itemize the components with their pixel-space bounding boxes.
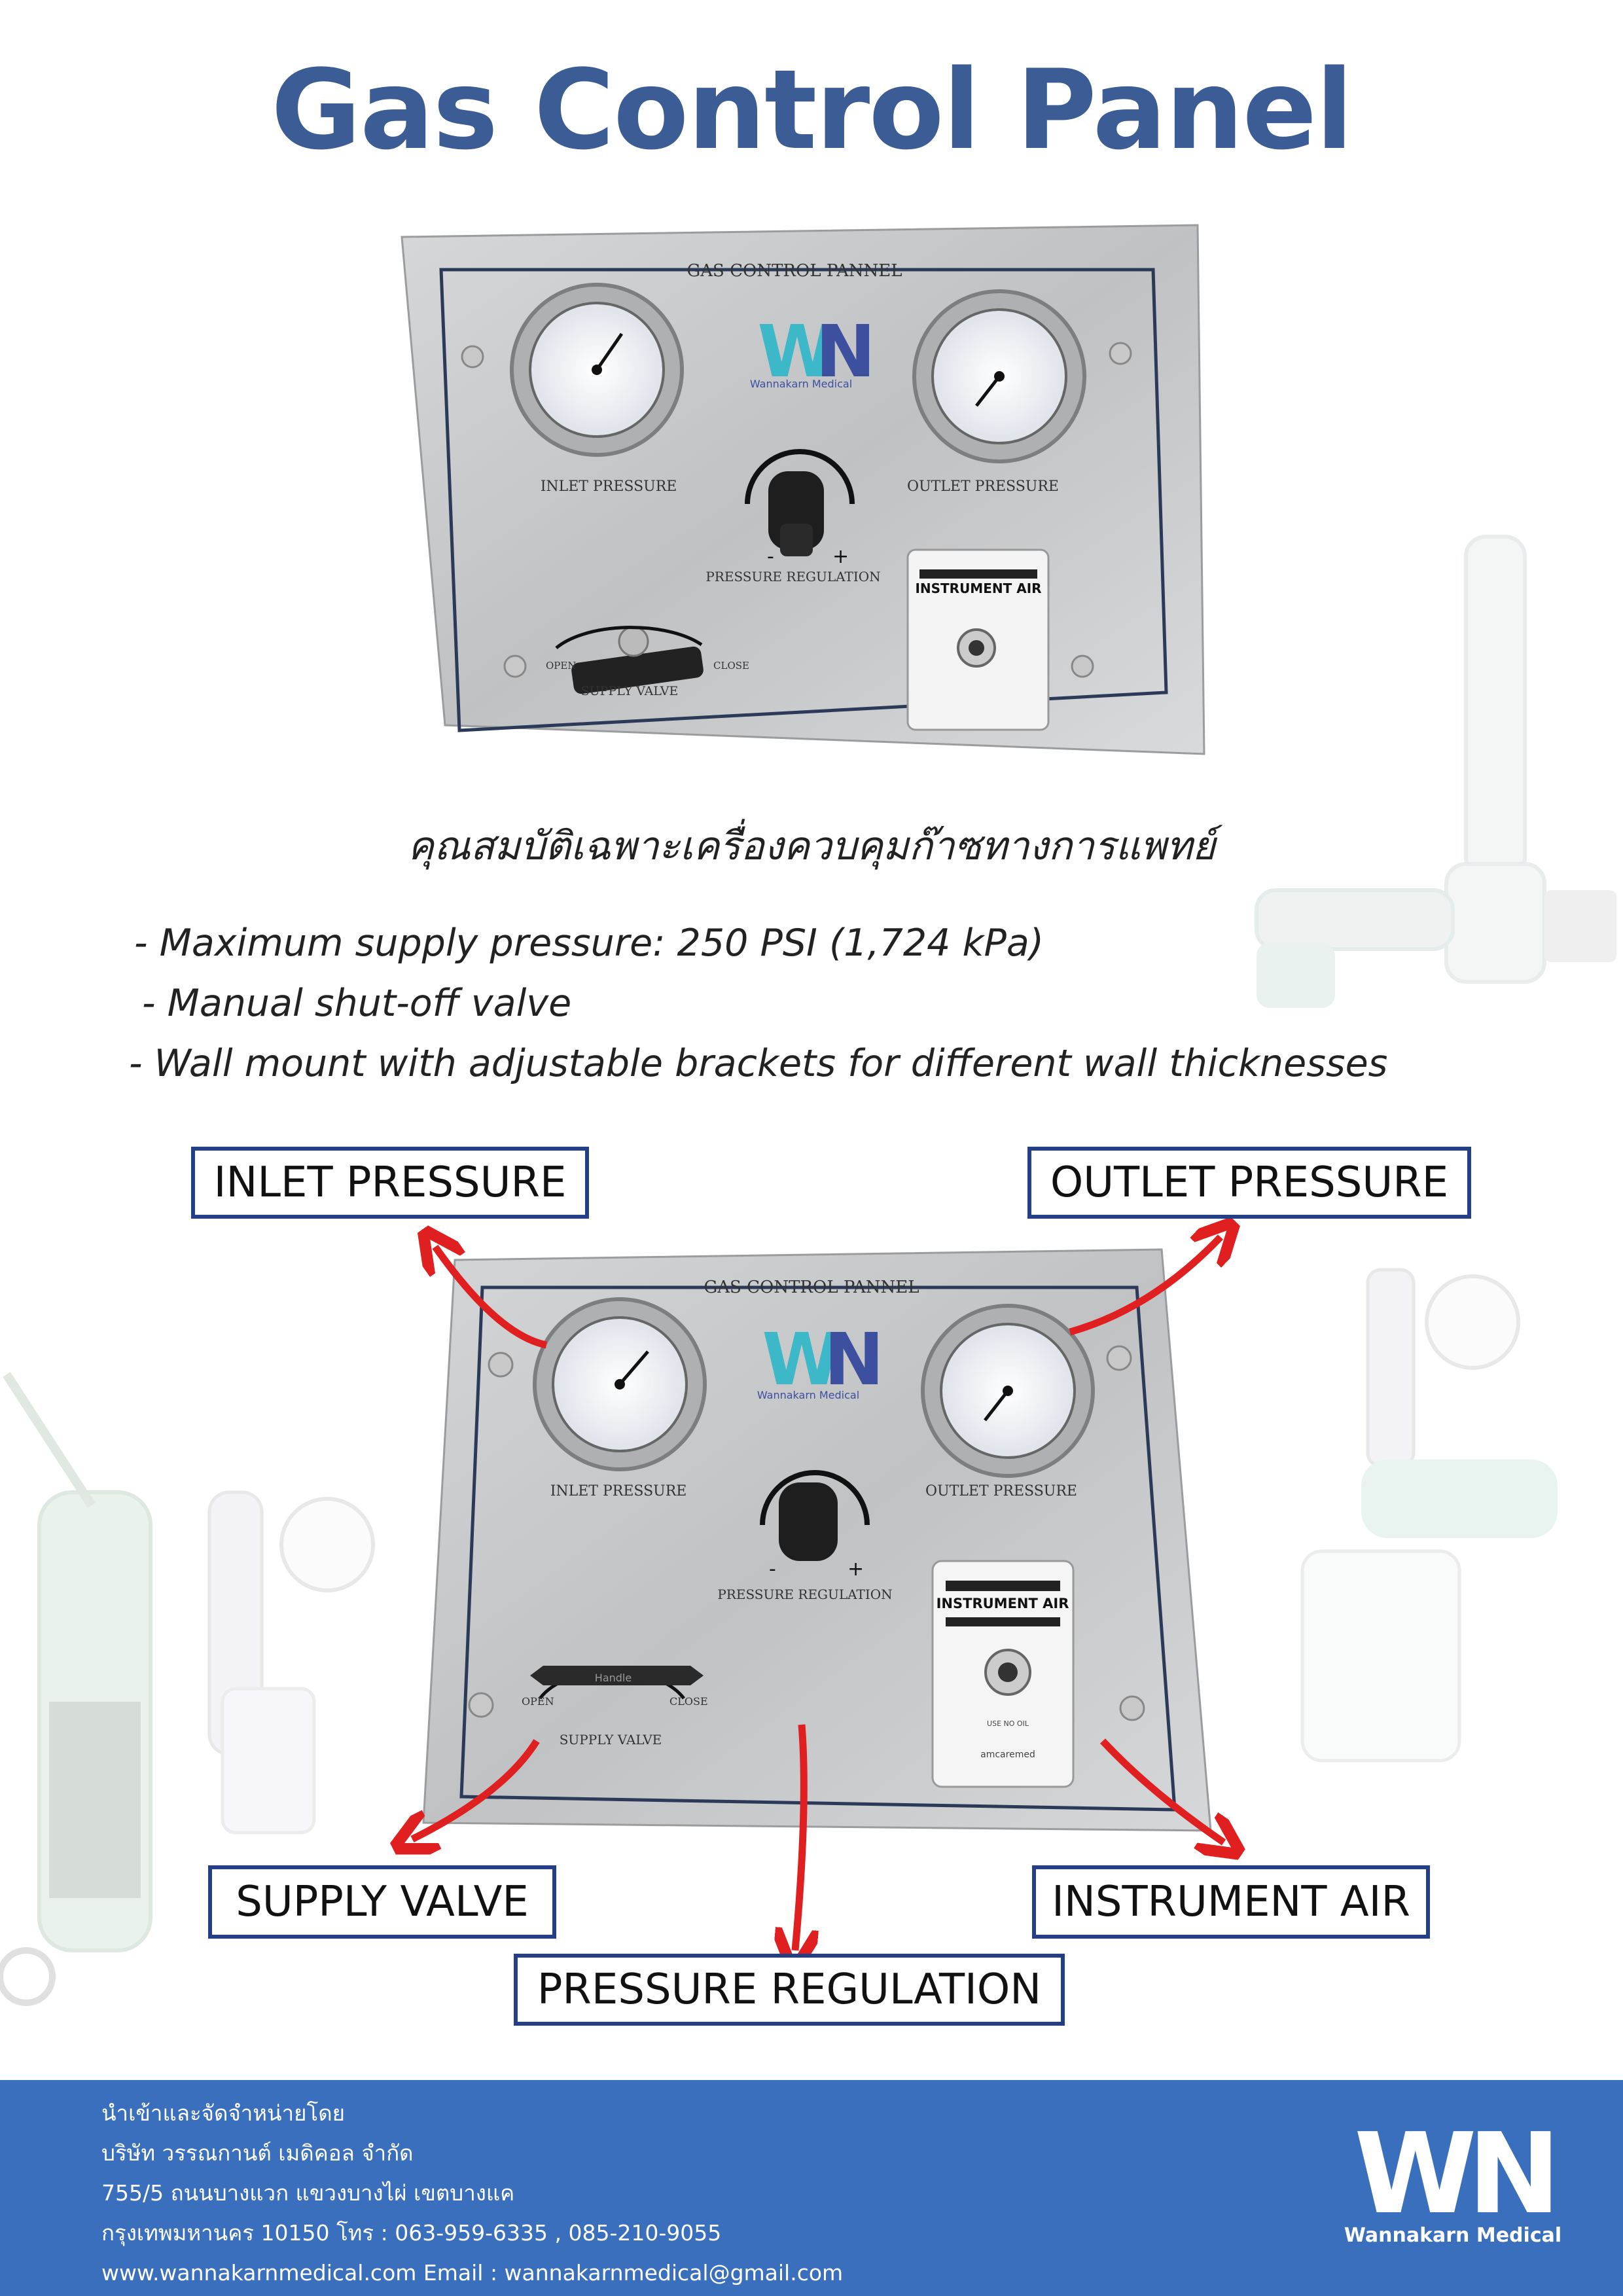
features-heading: คุณสมบัติเฉพาะเครื่องควบคุมก๊าซทางการแพท… (407, 823, 1216, 869)
flowmeter-background-image (1255, 535, 1616, 1008)
spec-item: - Wall mount with adjustable brackets fo… (129, 1042, 1388, 1085)
top-brand-text: Wannakarn Medical (750, 378, 852, 390)
svg-text:OPEN: OPEN (522, 1695, 554, 1708)
svg-text:+: + (847, 1558, 864, 1581)
callout-inlet-pressure: INLET PRESSURE (191, 1147, 589, 1219)
footer-line: บริษัท วรรณกานต์ เมดิคอล จำกัด (101, 2140, 414, 2166)
footer: นำเข้าและจัดจำหน่ายโดย บริษัท วรรณกานต์ … (0, 2080, 1623, 2296)
top-outlet-label: OUTLET PRESSURE (907, 478, 1059, 495)
page-title: Gas Control Panel (271, 46, 1353, 174)
footer-logo-brand: Wannakarn Medical (1344, 2224, 1561, 2247)
svg-text:OPEN: OPEN (546, 660, 576, 672)
svg-text:CLOSE: CLOSE (713, 660, 749, 672)
svg-text:WN: WN (1354, 2121, 1552, 2239)
footer-line: กรุงเทพมหานคร 10150 โทร : 063-959-6335 ,… (101, 2220, 722, 2246)
svg-text:CLOSE: CLOSE (669, 1695, 708, 1708)
bottom-instrument-label: INSTRUMENT AIR (936, 1596, 1069, 1611)
footer-line: www.wannakarnmedical.com Email : wannaka… (101, 2260, 844, 2286)
svg-text:USE NO OIL: USE NO OIL (987, 1719, 1029, 1728)
bottom-inlet-label: INLET PRESSURE (550, 1483, 687, 1499)
spec-list: - Maximum supply pressure: 250 PSI (1,72… (129, 913, 1443, 1094)
top-panel-image: GAS CONTROL PANNEL W N Wannakarn Medical… (401, 223, 1205, 756)
footer-line: นำเข้าและจัดจำหน่ายโดย (101, 2100, 345, 2126)
arrow-instrument (1099, 1738, 1224, 1842)
callout-supply-valve: SUPPLY VALVE (208, 1865, 556, 1939)
svg-text:+: + (832, 545, 849, 568)
bottom-regulation-label: PRESSURE REGULATION (717, 1587, 892, 1602)
oxygen-cart-background-image (0, 1372, 375, 2006)
callout-pressure-regulation: PRESSURE REGULATION (514, 1954, 1065, 2026)
svg-text:W: W (757, 310, 834, 393)
svg-text:Handle: Handle (595, 1672, 632, 1684)
arrow-regulation (795, 1724, 804, 1950)
top-valve-label: SUPPLY VALVE (581, 684, 679, 698)
callout-instrument-air: INSTRUMENT AIR (1032, 1865, 1430, 1939)
svg-text:amcaremed: amcaremed (980, 1749, 1035, 1760)
top-regulation-label: PRESSURE REGULATION (705, 569, 880, 584)
svg-text:-: - (767, 545, 774, 568)
bottom-brand-text: Wannakarn Medical (757, 1389, 859, 1401)
bottom-valve-label: SUPPLY VALVE (560, 1732, 662, 1748)
svg-text:-: - (769, 1558, 776, 1581)
svg-text:W: W (762, 1318, 841, 1401)
arrow-inlet (435, 1247, 548, 1349)
footer-contact: นำเข้าและจัดจำหน่ายโดย บริษัท วรรณกานต์ … (101, 2093, 843, 2293)
top-instrument-label: INSTRUMENT AIR (915, 581, 1041, 596)
top-inlet-label: INLET PRESSURE (541, 478, 677, 495)
bottom-plate-title: GAS CONTROL PANNEL (704, 1278, 919, 1297)
top-plate-title: GAS CONTROL PANNEL (687, 261, 902, 281)
spec-item: - Manual shut-off valve (142, 982, 572, 1025)
svg-text:N: N (815, 310, 876, 393)
footer-line: 755/5 ถนนบางแวก แขวงบางไผ่ เขตบางแค (101, 2180, 515, 2206)
bottom-outlet-label: OUTLET PRESSURE (925, 1483, 1077, 1499)
wn-logo-icon: WN Wannakarn Medical (1344, 2121, 1561, 2247)
callout-outlet-pressure: OUTLET PRESSURE (1027, 1147, 1471, 1219)
svg-text:N: N (824, 1318, 884, 1401)
regulator-background-image (1300, 1268, 1558, 1763)
spec-item: - Maximum supply pressure: 250 PSI (1,72… (134, 922, 1044, 965)
arrow-outlet (1069, 1237, 1221, 1336)
arrow-supply (412, 1739, 540, 1839)
